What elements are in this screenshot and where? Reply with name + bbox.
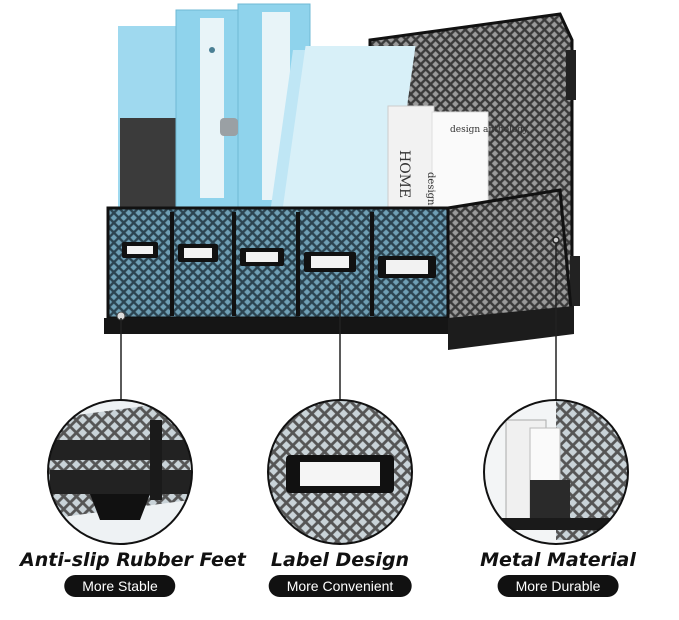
rubber-foot-icon [47, 399, 193, 545]
book-group: HOME design anthology design [387, 105, 529, 217]
callout-lines [120, 236, 560, 400]
feature-subtitle-badge: More Stable [64, 575, 176, 597]
book-cover-text: design anthology [450, 125, 529, 135]
label-holder-icon [267, 399, 413, 545]
feature-subtitle-badge: More Convenient [268, 575, 412, 597]
book-small-text: design [425, 172, 436, 206]
binder-group [118, 3, 416, 216]
metal-mesh-icon [483, 399, 629, 545]
feature-title: Metal Material [480, 549, 636, 571]
book-spine-text: HOME [396, 150, 412, 198]
feature-subtitle-badge: More Durable [497, 575, 619, 597]
organizer: HOME design anthology design [104, 3, 580, 350]
feature-title: Anti-slip Rubber Feet [20, 549, 246, 571]
feature-title: Label Design [270, 549, 410, 571]
